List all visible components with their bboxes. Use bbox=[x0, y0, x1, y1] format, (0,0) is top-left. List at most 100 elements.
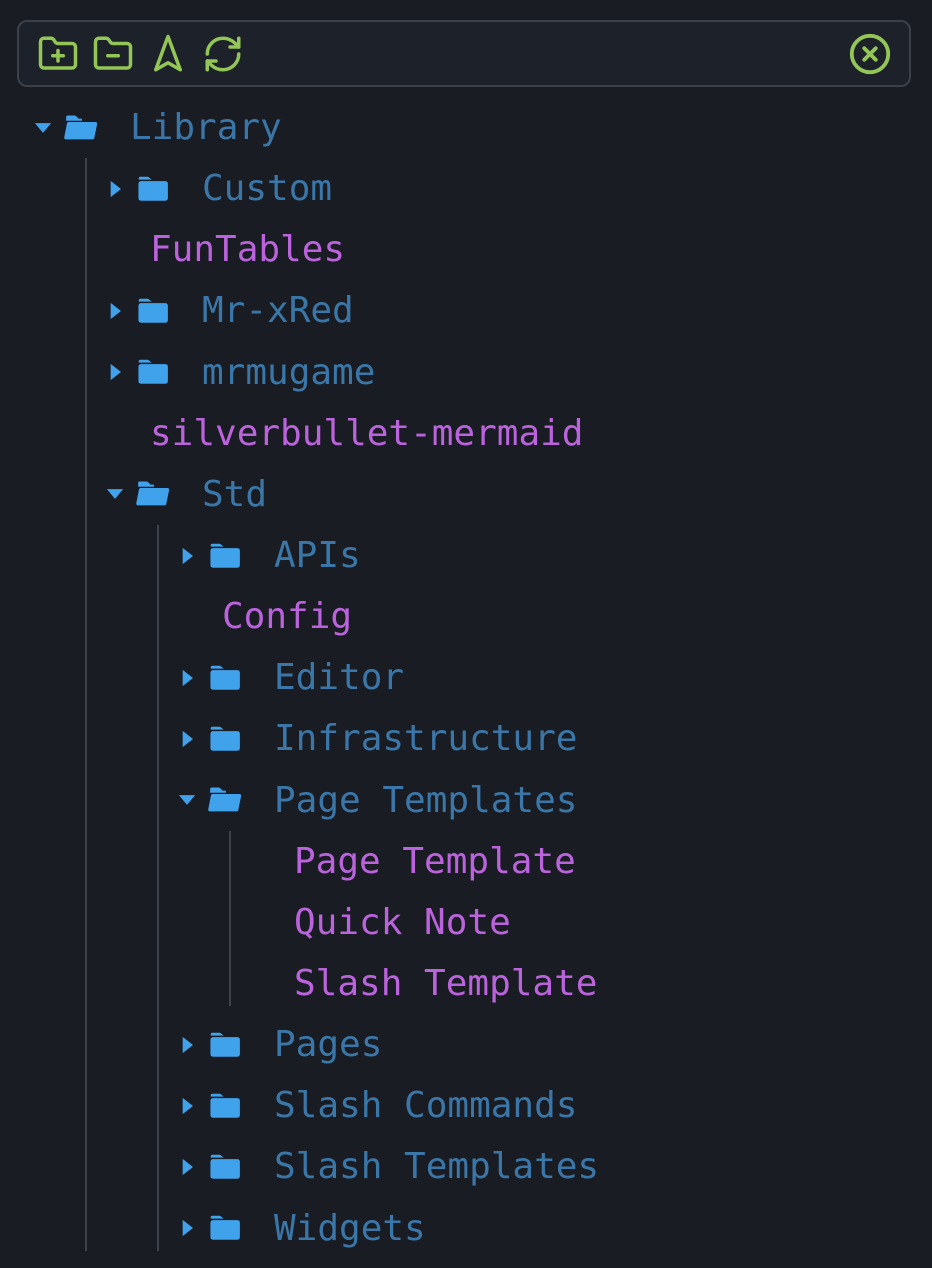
close-panel-button[interactable] bbox=[847, 31, 893, 77]
tree-folder-mr-xred[interactable]: Mr-xRed bbox=[0, 280, 932, 341]
tree-folder-page-templates[interactable]: Page Templates bbox=[0, 770, 932, 831]
tree-item-label: Slash Template bbox=[294, 963, 598, 1005]
expand-toggle[interactable] bbox=[168, 525, 206, 586]
folder-plus-icon bbox=[38, 36, 78, 70]
caret-right-icon bbox=[182, 1158, 193, 1176]
caret-down-icon bbox=[106, 489, 124, 500]
folder-icon bbox=[210, 665, 240, 690]
expand-toggle[interactable] bbox=[96, 158, 134, 219]
caret-right-icon bbox=[182, 730, 193, 748]
tree-item-label: Pages bbox=[274, 1024, 383, 1066]
expand-all-button[interactable] bbox=[35, 31, 81, 77]
caret-right-icon bbox=[110, 180, 121, 197]
close-circle-icon bbox=[849, 33, 891, 74]
indent-guide bbox=[157, 525, 159, 1251]
tree-page-page-template[interactable]: Page Template bbox=[0, 831, 932, 892]
tree-folder-editor[interactable]: Editor bbox=[0, 647, 932, 708]
expand-toggle[interactable] bbox=[96, 280, 134, 341]
tree-folder-library[interactable]: Library bbox=[0, 97, 932, 158]
folder-icon-box bbox=[206, 525, 252, 586]
caret-right-icon bbox=[182, 547, 193, 564]
collapse-toggle[interactable] bbox=[168, 770, 206, 831]
expand-toggle[interactable] bbox=[168, 1136, 206, 1197]
tree-page-silverbullet-mermaid[interactable]: silverbullet-mermaid bbox=[0, 403, 932, 464]
folder-icon-box bbox=[206, 708, 252, 769]
tree-item-label: Library bbox=[130, 107, 282, 149]
tree-page-funtables[interactable]: FunTables bbox=[0, 219, 932, 280]
caret-right-icon bbox=[110, 302, 121, 320]
caret-right-icon bbox=[110, 364, 121, 381]
folder-icon bbox=[138, 298, 168, 323]
tree-item-label: Widgets bbox=[274, 1207, 426, 1249]
tree-folder-infrastructure[interactable]: Infrastructure bbox=[0, 708, 932, 769]
folder-icon-box bbox=[134, 280, 180, 341]
folder-minus-icon bbox=[93, 36, 133, 70]
tree-folder-slash-commands[interactable]: Slash Commands bbox=[0, 1075, 932, 1136]
folder-icon-box bbox=[134, 158, 180, 219]
expand-toggle[interactable] bbox=[168, 1075, 206, 1136]
folder-icon-box bbox=[134, 342, 180, 403]
tree-folder-std[interactable]: Std bbox=[0, 464, 932, 525]
collapse-toggle[interactable] bbox=[24, 97, 62, 158]
tree-item-label: Page Template bbox=[294, 840, 576, 882]
tree-folder-pages[interactable]: Pages bbox=[0, 1014, 932, 1075]
indent-guide bbox=[229, 830, 231, 1007]
tree-folder-mrmugame[interactable]: mrmugame bbox=[0, 342, 932, 403]
tree-page-quick-note[interactable]: Quick Note bbox=[0, 892, 932, 953]
folder-icon bbox=[210, 1215, 240, 1240]
folder-icon bbox=[138, 176, 168, 201]
folder-icon bbox=[210, 1093, 240, 1118]
tree-item-label: FunTables bbox=[150, 229, 346, 271]
folder-open-icon bbox=[136, 481, 170, 506]
tree-folder-custom[interactable]: Custom bbox=[0, 158, 932, 219]
tree-item-label: Quick Note bbox=[294, 901, 511, 943]
caret-down-icon bbox=[178, 795, 196, 805]
tree-toolbar bbox=[17, 20, 911, 87]
tree-item-label: Config bbox=[222, 596, 353, 638]
refresh-button[interactable] bbox=[200, 31, 246, 77]
tree-item-label: Infrastructure bbox=[274, 718, 578, 760]
caret-right-icon bbox=[182, 1036, 193, 1053]
folder-icon-box bbox=[206, 770, 252, 831]
tree-page-slash-template[interactable]: Slash Template bbox=[0, 953, 932, 1014]
expand-toggle[interactable] bbox=[96, 342, 134, 403]
folder-open-icon bbox=[64, 115, 98, 139]
tree-page-config[interactable]: Config bbox=[0, 586, 932, 647]
folder-icon bbox=[210, 1032, 240, 1057]
tree-item-label: mrmugame bbox=[202, 351, 376, 393]
folder-icon bbox=[210, 543, 240, 568]
collapse-toggle[interactable] bbox=[96, 464, 134, 525]
indent-guide bbox=[85, 158, 87, 1251]
refresh-icon bbox=[205, 36, 241, 71]
tree-item-label: Editor bbox=[274, 657, 405, 699]
tree-item-label: silverbullet-mermaid bbox=[150, 412, 584, 454]
folder-icon-box bbox=[134, 464, 180, 525]
tree-item-label: Slash Commands bbox=[274, 1085, 578, 1127]
tree-item-label: Custom bbox=[202, 168, 333, 210]
folder-icon bbox=[210, 726, 240, 751]
tree-item-label: Page Templates bbox=[274, 779, 578, 821]
navigation-arrow-icon bbox=[154, 34, 182, 71]
reveal-current-page-button[interactable] bbox=[145, 31, 191, 77]
caret-down-icon bbox=[34, 122, 52, 133]
expand-toggle[interactable] bbox=[168, 1014, 206, 1075]
tree-folder-widgets[interactable]: Widgets bbox=[0, 1198, 932, 1259]
folder-icon bbox=[138, 359, 168, 384]
tree-item-label: APIs bbox=[274, 535, 361, 577]
folder-icon-box bbox=[62, 97, 108, 158]
tree-item-label: Std bbox=[202, 473, 268, 515]
caret-right-icon bbox=[182, 669, 193, 686]
expand-toggle[interactable] bbox=[168, 647, 206, 708]
caret-right-icon bbox=[182, 1219, 193, 1237]
folder-icon bbox=[210, 1154, 240, 1179]
tree-folder-apis[interactable]: APIs bbox=[0, 525, 932, 586]
expand-toggle[interactable] bbox=[168, 1198, 206, 1259]
expand-toggle[interactable] bbox=[168, 708, 206, 769]
folder-icon-box bbox=[206, 647, 252, 708]
tree-item-label: Mr-xRed bbox=[202, 290, 354, 332]
tree-folder-slash-templates[interactable]: Slash Templates bbox=[0, 1136, 932, 1197]
collapse-all-button[interactable] bbox=[90, 31, 136, 77]
folder-icon-box bbox=[206, 1075, 252, 1136]
